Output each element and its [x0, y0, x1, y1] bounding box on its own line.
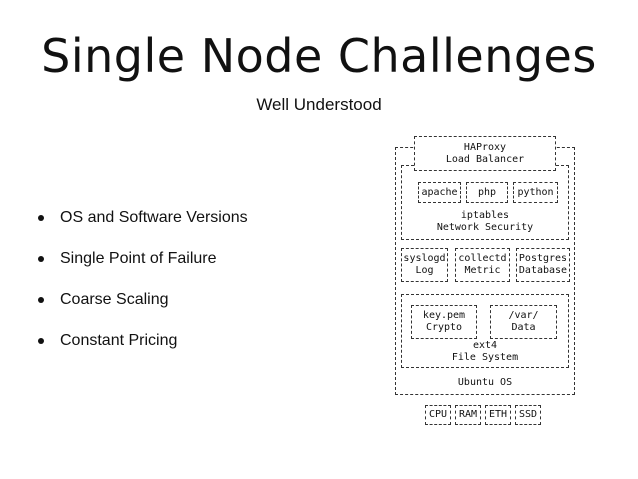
var-box: /var/ Data	[490, 305, 557, 339]
apache-label: apache	[421, 186, 458, 198]
eth-box: ETH	[485, 405, 511, 425]
ram-box: RAM	[455, 405, 481, 425]
page-title: Single Node Challenges	[41, 29, 597, 83]
bullet-text: Single Point of Failure	[60, 250, 217, 267]
var-label-2: Data	[511, 322, 536, 333]
collectd-box: collectd Metric	[455, 248, 510, 282]
bullet-icon	[38, 215, 44, 221]
python-label: python	[517, 186, 554, 198]
collectd-label-1: collectd	[458, 253, 507, 264]
var-label-1: /var/	[508, 310, 539, 321]
os-label: Ubuntu OS	[457, 377, 513, 388]
python-box: python	[513, 182, 558, 203]
list-item: Constant Pricing	[38, 331, 248, 351]
list-item: Single Point of Failure	[38, 249, 248, 269]
haproxy-label-2: Load Balancer	[445, 153, 525, 165]
bullet-icon	[38, 297, 44, 303]
postgres-label-1: Postgres	[518, 253, 568, 264]
bullet-icon	[38, 338, 44, 344]
list-item: Coarse Scaling	[38, 290, 248, 310]
ssd-box: SSD	[515, 405, 541, 425]
bullet-text: Coarse Scaling	[60, 291, 169, 308]
filesystem-label-2: File System	[451, 352, 519, 363]
network-label-1: iptables	[460, 210, 510, 221]
bullet-text: OS and Software Versions	[60, 209, 248, 226]
postgres-box: Postgres Database	[516, 248, 570, 282]
ram-label: RAM	[458, 409, 478, 420]
bullet-list: OS and Software Versions Single Point of…	[38, 208, 248, 372]
page-subtitle: Well Understood	[256, 95, 382, 114]
cpu-box: CPU	[425, 405, 451, 425]
syslogd-label-1: syslogd	[403, 253, 446, 264]
syslogd-box: syslogd Log	[401, 248, 448, 282]
network-label-2: Network Security	[436, 222, 534, 233]
keypem-box: key.pem Crypto	[411, 305, 477, 339]
keypem-label-1: key.pem	[422, 310, 466, 321]
collectd-label-2: Metric	[464, 265, 501, 276]
keypem-label-2: Crypto	[425, 322, 463, 333]
haproxy-box: HAProxy Load Balancer	[414, 136, 556, 171]
cpu-label: CPU	[428, 409, 448, 420]
php-label: php	[477, 186, 497, 198]
list-item: OS and Software Versions	[38, 208, 248, 228]
haproxy-label-1: HAProxy	[463, 141, 507, 153]
postgres-label-2: Database	[518, 265, 568, 276]
apache-box: apache	[418, 182, 461, 203]
syslogd-label-2: Log	[415, 265, 434, 276]
eth-label: ETH	[488, 409, 508, 420]
ssd-label: SSD	[518, 409, 538, 420]
php-box: php	[466, 182, 508, 203]
bullet-icon	[38, 256, 44, 262]
filesystem-label-1: ext4	[472, 340, 498, 351]
bullet-text: Constant Pricing	[60, 332, 178, 349]
